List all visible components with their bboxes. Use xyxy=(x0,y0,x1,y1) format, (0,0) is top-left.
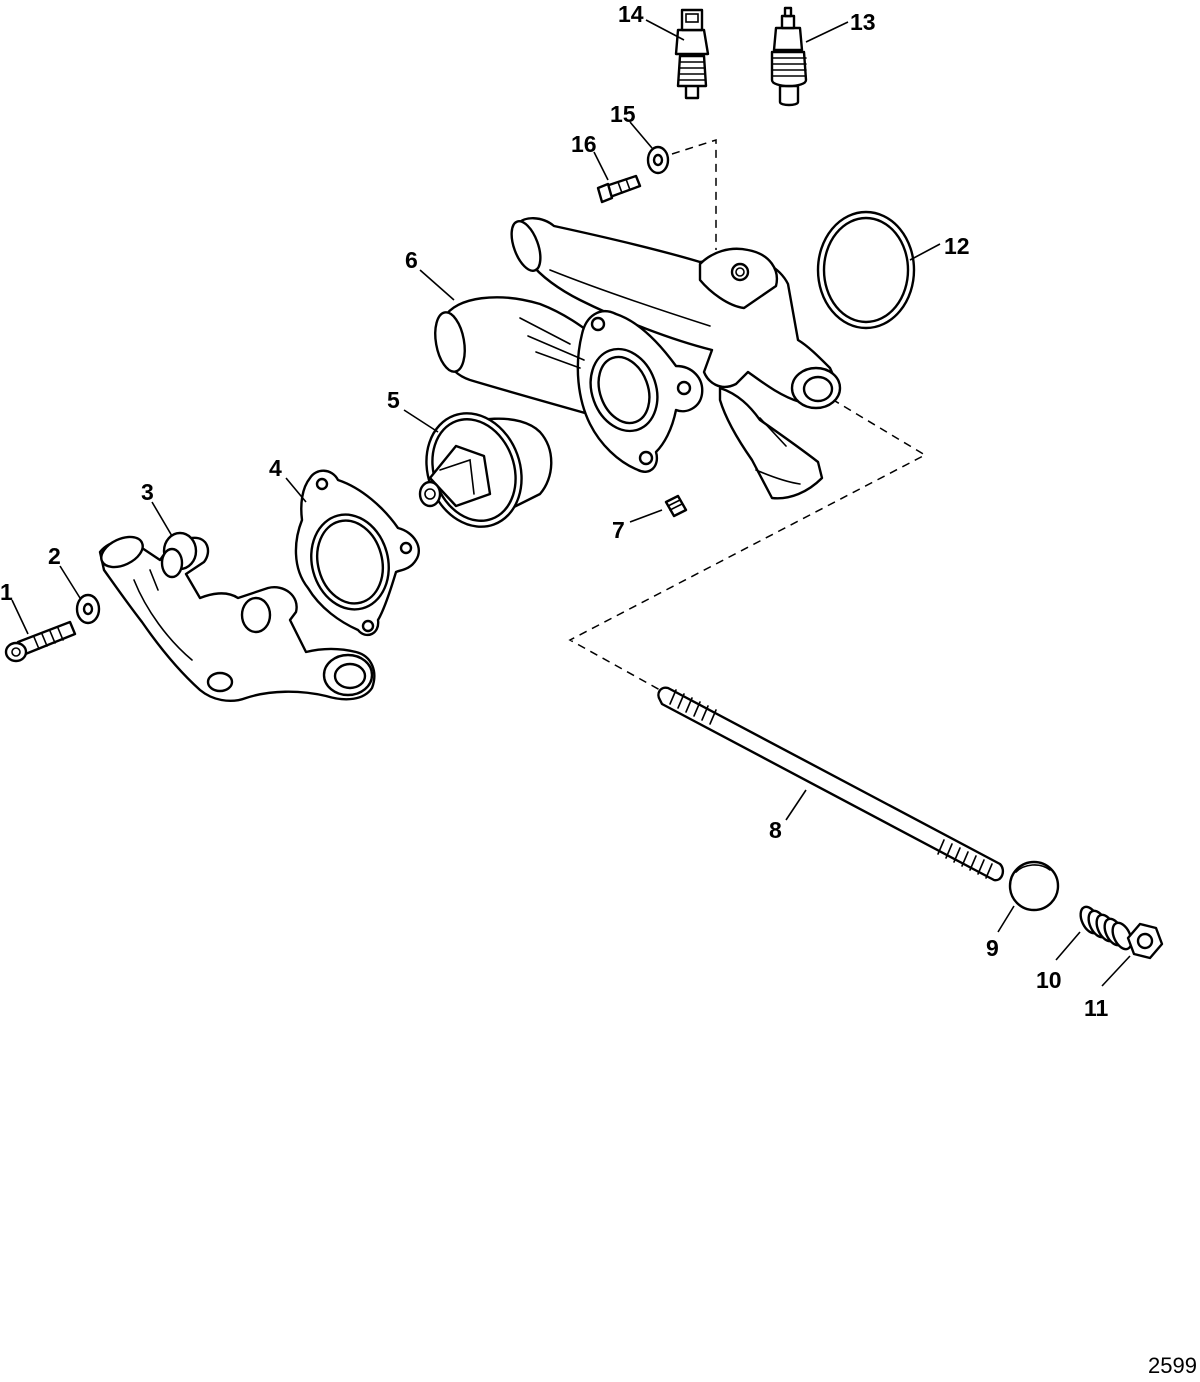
callout-15: 15 xyxy=(610,101,636,127)
callout-8: 8 xyxy=(769,817,782,843)
part-6-thermostat-housing xyxy=(434,217,842,500)
callout-4: 4 xyxy=(269,455,282,481)
callout-6: 6 xyxy=(405,247,418,273)
assembly-dashed-lines xyxy=(568,138,927,691)
callout-labels: 1 2 3 4 5 6 7 8 9 10 11 12 13 14 15 16 xyxy=(0,1,1109,1021)
part-9-ball xyxy=(1008,860,1060,912)
part-1-bolt xyxy=(4,620,77,663)
callout-leader-lines xyxy=(11,19,1131,987)
part-5-thermostat xyxy=(418,412,553,528)
callout-10: 10 xyxy=(1036,967,1062,993)
part-13-temperature-sensor xyxy=(770,6,808,107)
callout-5: 5 xyxy=(387,387,400,413)
part-14-sender xyxy=(674,8,710,100)
callout-3: 3 xyxy=(141,479,154,505)
callout-7: 7 xyxy=(612,517,625,543)
callout-1: 1 xyxy=(0,579,13,605)
part-3-coolant-pipe xyxy=(98,531,376,702)
part-12-o-ring xyxy=(816,210,916,330)
figure-number: 2599 xyxy=(1148,1353,1197,1378)
callout-2: 2 xyxy=(48,543,61,569)
part-4-gasket xyxy=(294,469,421,637)
part-2-washer xyxy=(75,593,101,625)
callout-14: 14 xyxy=(618,1,644,27)
part-11-nut xyxy=(1126,922,1164,960)
part-8-stud-rod xyxy=(657,686,1005,882)
part-16-bolt xyxy=(596,174,642,204)
callout-16: 16 xyxy=(571,131,597,157)
callout-12: 12 xyxy=(944,233,970,259)
callout-13: 13 xyxy=(850,9,876,35)
part-15-washer xyxy=(646,145,670,175)
part-7-set-screw xyxy=(664,494,688,518)
callout-9: 9 xyxy=(986,935,999,961)
part-10-spring xyxy=(1079,905,1133,951)
callout-11: 11 xyxy=(1084,995,1109,1021)
